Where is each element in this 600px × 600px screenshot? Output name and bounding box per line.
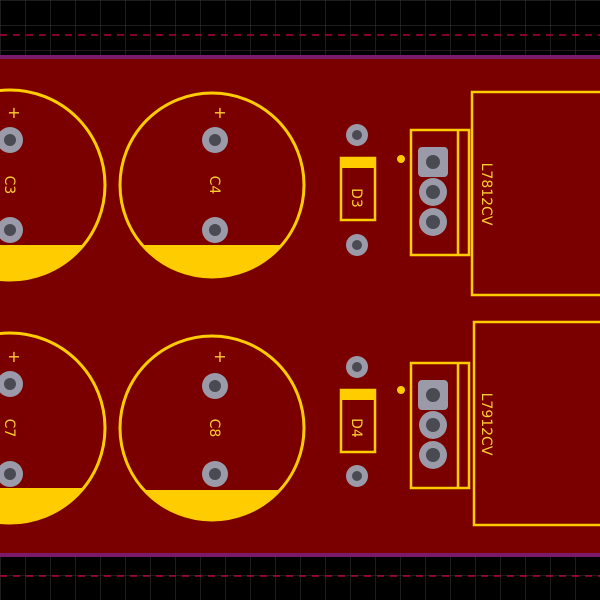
- board-copper: [0, 59, 600, 553]
- regulator-l7912cv[interactable]: L7912CV: [397, 320, 600, 527]
- polarity-mark-c8: +: [213, 347, 226, 366]
- label-l7912cv: L7912CV: [478, 393, 494, 456]
- label-c8: C8: [206, 419, 222, 438]
- label-c4: C4: [206, 176, 222, 195]
- heatsink-outline-top: [470, 90, 600, 297]
- label-l7812cv: L7812CV: [478, 163, 494, 226]
- polarity-mark-c3: +: [7, 103, 20, 122]
- label-d3: D3: [348, 188, 364, 208]
- heatsink-outline-bottom: [472, 320, 600, 527]
- label-c7: C7: [1, 419, 17, 438]
- label-d4: D4: [348, 418, 364, 438]
- polarity-mark-c4: +: [213, 103, 226, 122]
- regulator-l7812cv[interactable]: L7812CV: [397, 90, 600, 297]
- diode-d4[interactable]: D4: [339, 356, 377, 487]
- pin1-marker-bottom: [397, 386, 405, 394]
- pin1-marker-top: [397, 155, 405, 163]
- polarity-mark-c7: +: [7, 347, 20, 366]
- diode-d3[interactable]: D3: [339, 124, 377, 256]
- label-c3: C3: [1, 176, 17, 195]
